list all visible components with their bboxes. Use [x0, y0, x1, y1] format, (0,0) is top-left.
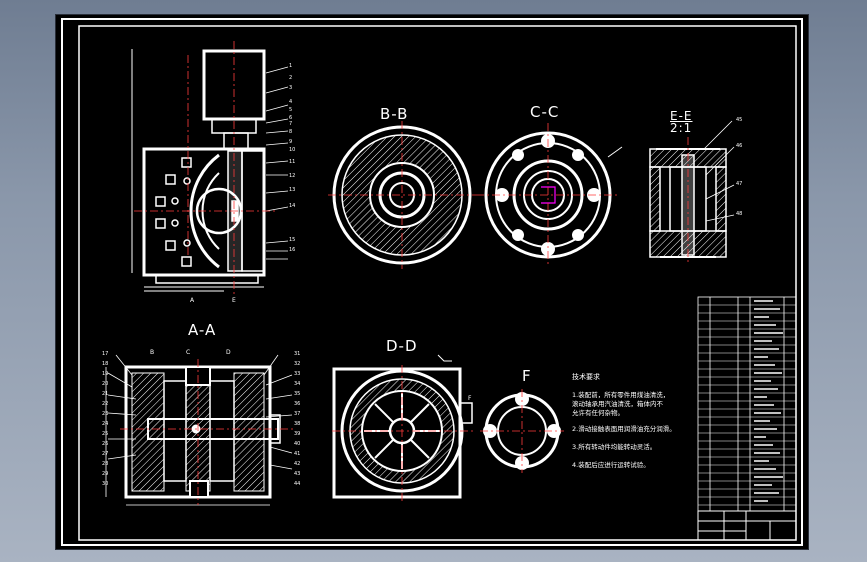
part-number-12: 12 [289, 173, 296, 179]
section-title-ee: E-E [670, 109, 693, 123]
section-ee-view [649, 120, 735, 258]
bb-centerlines [328, 121, 476, 269]
part-number-38: 38 [294, 421, 301, 427]
part-number-17: 17 [102, 351, 109, 357]
aa-centerlines [120, 359, 296, 505]
part-number-11: 11 [289, 159, 296, 165]
part-number-10: 10 [289, 147, 296, 153]
dd-centerlines [332, 365, 474, 501]
main-view [131, 49, 289, 292]
cut-mark-f: F [468, 395, 472, 402]
tech-req-line-2: 滚动轴承用汽油清洗，箱体内不 [572, 400, 663, 408]
part-number-27: 27 [102, 451, 109, 457]
parts-list-rows [698, 300, 796, 506]
part-number-24: 24 [102, 421, 109, 427]
part-number-8: 8 [289, 129, 293, 135]
part-number-1: 1 [289, 63, 293, 69]
part-number-2: 2 [289, 75, 293, 81]
section-dd-view [332, 354, 473, 499]
section-aa-view [105, 354, 293, 506]
tech-req-line-6: 4.装配后应进行运转试验。 [572, 461, 650, 469]
cad-drawing [61, 18, 803, 546]
part-number-19: 19 [102, 371, 109, 377]
part-number-26: 26 [102, 441, 109, 447]
part-number-9: 9 [289, 139, 293, 145]
part-number-16: 16 [289, 247, 296, 253]
cut-mark-b: B [150, 349, 155, 356]
part-number-18: 18 [102, 361, 109, 367]
part-number-5: 5 [289, 107, 293, 113]
tech-req-line-4: 2.滑动接触表面用润滑油充分润滑。 [572, 425, 676, 433]
part-number-39: 39 [294, 431, 301, 437]
main-view-centerlines [134, 41, 278, 295]
part-number-25: 25 [102, 431, 109, 437]
part-number-29: 29 [102, 471, 109, 477]
tech-req-line-3: 允许有任何杂物。 [572, 409, 624, 417]
part-number-13: 13 [289, 187, 296, 193]
drawing-sheet: B-B C-C E-E 2:1 A-A D-D F A E B C D F 技术… [55, 14, 809, 550]
part-number-28: 28 [102, 461, 109, 467]
part-number-21: 21 [102, 391, 109, 397]
part-number-47: 47 [736, 181, 743, 187]
part-number-7: 7 [289, 121, 293, 127]
section-title-f: F [522, 367, 532, 385]
part-number-20: 20 [102, 381, 109, 387]
section-title-bb: B-B [380, 105, 409, 123]
cut-mark-c: C [186, 349, 191, 356]
cut-mark-e: E [232, 297, 236, 304]
cut-mark-a: A [190, 297, 195, 304]
part-number-33: 33 [294, 371, 301, 377]
part-number-34: 34 [294, 381, 301, 387]
part-number-45: 45 [736, 117, 743, 123]
part-number-32: 32 [294, 361, 301, 367]
section-title-cc: C-C [530, 103, 560, 121]
section-cc-view [484, 131, 623, 259]
section-scale-ee: 2:1 [670, 121, 693, 135]
part-number-3: 3 [289, 85, 293, 91]
section-title-dd: D-D [386, 337, 418, 355]
part-number-37: 37 [294, 411, 301, 417]
cut-mark-d: D [226, 349, 231, 356]
part-number-30: 30 [102, 481, 109, 487]
part-number-40: 40 [294, 441, 301, 447]
title-block [697, 510, 797, 541]
part-number-46: 46 [736, 143, 743, 149]
part-number-31: 31 [294, 351, 301, 357]
part-number-44: 44 [294, 481, 301, 487]
tech-req-line-1: 1.装配前，所有零件用煤油清洗， [572, 391, 670, 399]
part-number-4: 4 [289, 99, 293, 105]
part-number-48: 48 [736, 211, 743, 217]
outer-frame [61, 18, 803, 546]
tech-req-line-5: 3.所有转动件均能转动灵活。 [572, 443, 657, 451]
cc-centerlines [476, 123, 620, 267]
tech-req-heading: 技术要求 [572, 373, 600, 381]
section-bb-view [332, 125, 472, 265]
part-number-6: 6 [289, 115, 293, 121]
f-centerlines [480, 389, 564, 473]
part-number-43: 43 [294, 471, 301, 477]
part-number-36: 36 [294, 401, 301, 407]
part-number-22: 22 [102, 401, 109, 407]
part-number-15: 15 [289, 237, 296, 243]
part-number-42: 42 [294, 461, 301, 467]
part-number-35: 35 [294, 391, 301, 397]
part-number-41: 41 [294, 451, 301, 457]
inner-frame [78, 25, 797, 541]
part-number-23: 23 [102, 411, 109, 417]
part-number-14: 14 [289, 203, 296, 209]
section-title-aa: A-A [188, 321, 217, 339]
